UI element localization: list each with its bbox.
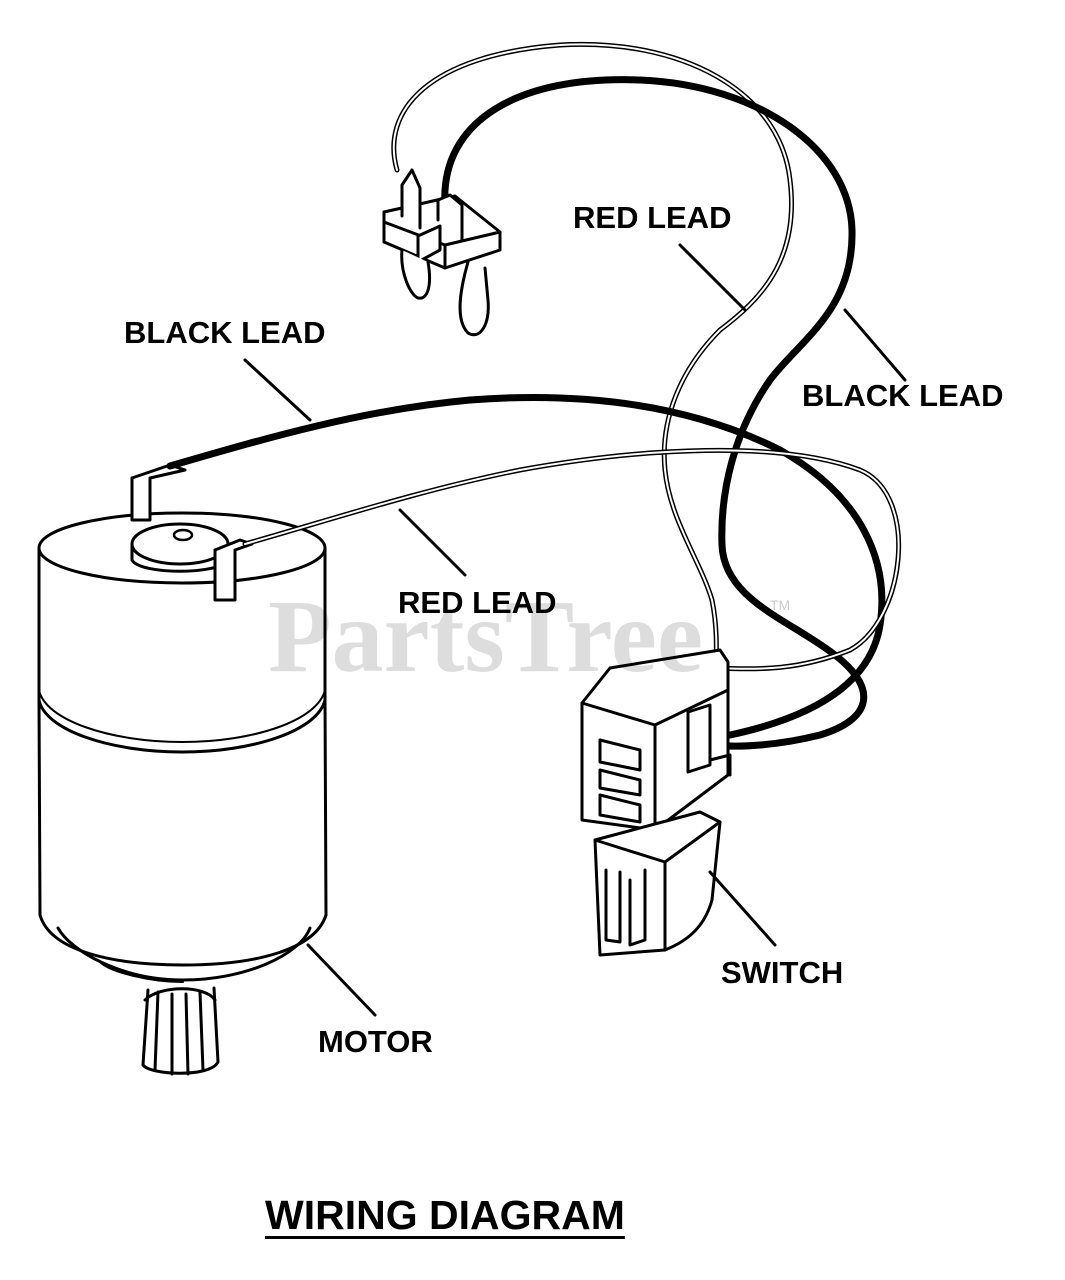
watermark: PartsTree <box>268 579 704 694</box>
watermark-trademark: TM <box>770 597 791 613</box>
leader-black-lead-left <box>243 358 312 422</box>
terminal-connector <box>382 41 868 750</box>
leader-red-lead-center <box>398 508 467 577</box>
label-red-lead-top: RED LEAD <box>573 200 732 235</box>
label-red-lead-center: RED LEAD <box>398 585 557 620</box>
switch <box>580 648 732 957</box>
diagram-title: WIRING DIAGRAM <box>265 1192 625 1238</box>
leader-black-lead-right <box>843 308 907 382</box>
leader-red-lead-top <box>678 243 747 312</box>
black-lead-right <box>441 76 868 750</box>
leader-switch <box>708 870 777 947</box>
black-lead-left <box>166 393 886 739</box>
label-motor: MOTOR <box>318 1024 433 1059</box>
label-switch: SWITCH <box>721 955 844 990</box>
leader-lines <box>243 243 907 1017</box>
label-black-lead-right: BLACK LEAD <box>802 378 1004 413</box>
label-black-lead-left: BLACK LEAD <box>124 315 326 350</box>
motor <box>37 463 328 1076</box>
leader-motor <box>306 943 377 1017</box>
